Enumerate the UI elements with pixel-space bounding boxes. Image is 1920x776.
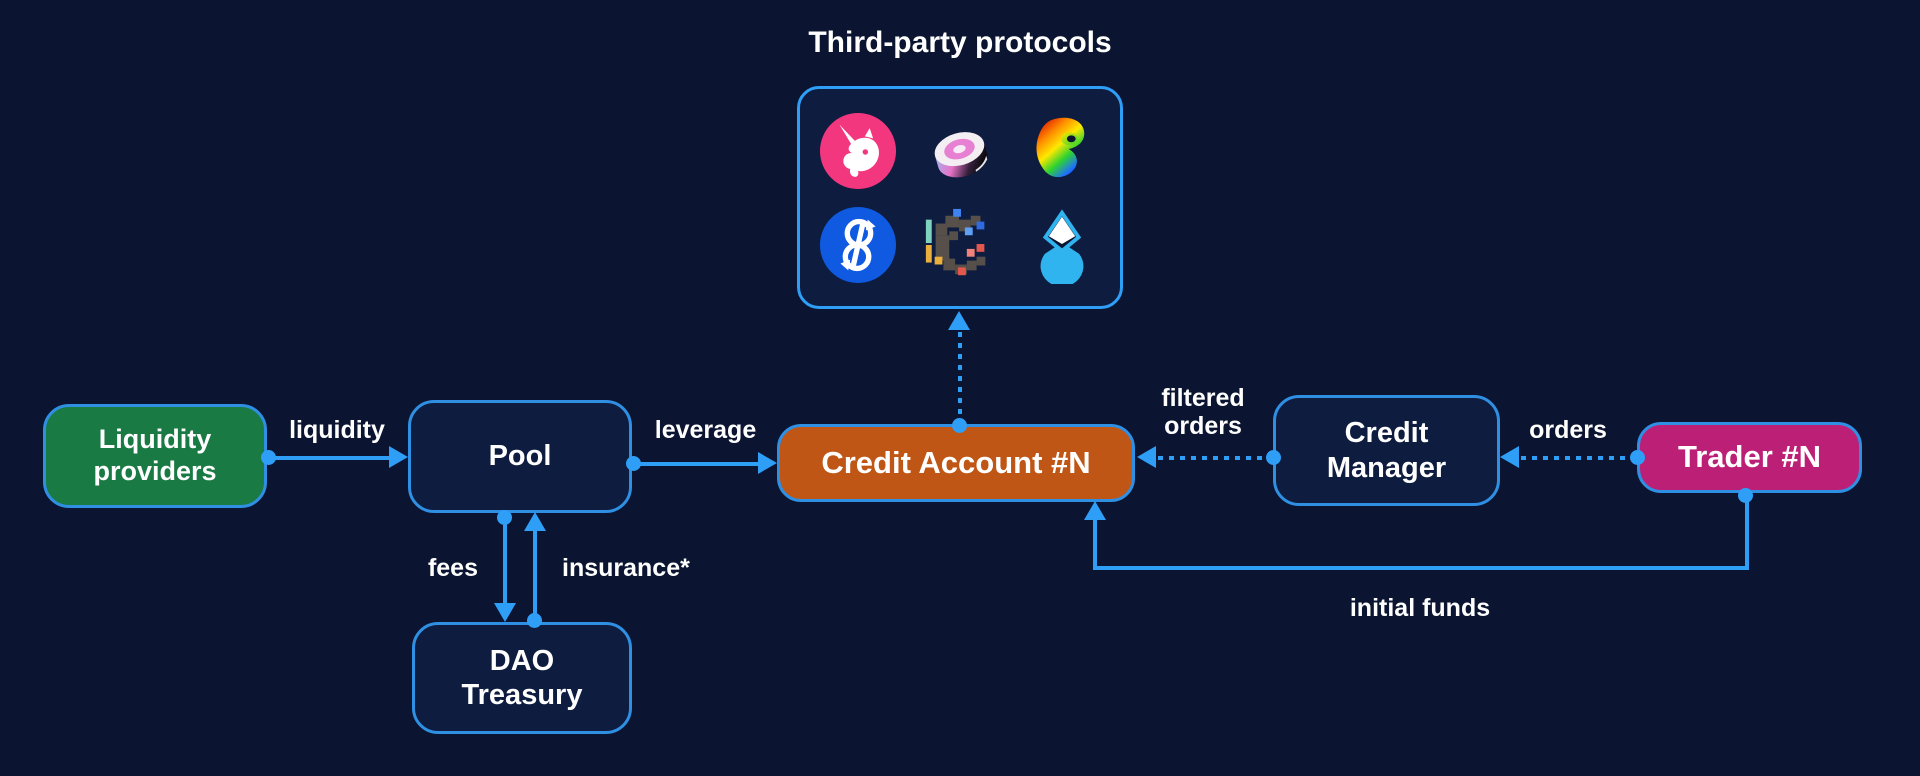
liquidity-providers-node: Liquidity providers (43, 404, 267, 508)
protocol-icon-row-bottom (819, 206, 1101, 284)
insurance-edge-line (533, 531, 537, 621)
leverage-edge-dot (626, 456, 641, 471)
lido-icon (1040, 208, 1084, 284)
initial-funds-edge-dot (1738, 488, 1753, 503)
insurance-arrowhead-icon (524, 512, 546, 531)
liquidity-label: liquidity (289, 416, 385, 444)
fees-label: fees (427, 554, 478, 582)
leverage-edge-line (632, 462, 762, 466)
credit-account-node: Credit Account #N (777, 424, 1135, 502)
liquidity-edge-line (267, 456, 397, 460)
liquidity-arrowhead-icon (389, 446, 408, 468)
filtered-orders-arrowhead-icon (1137, 446, 1156, 468)
yearn-icon (819, 206, 897, 283)
orders-edge-line (1521, 456, 1631, 460)
initial-funds-edge-line-left (1093, 520, 1097, 570)
initial-funds-arrowhead-icon (1084, 501, 1106, 520)
third-party-protocols-box (797, 86, 1123, 309)
orders-label: orders (1529, 416, 1607, 444)
orders-arrowhead-icon (1500, 446, 1519, 468)
third-party-protocols-title: Third-party protocols (808, 26, 1112, 59)
protocol-access-edge-dot (952, 418, 967, 433)
orders-edge-dot (1630, 450, 1645, 465)
leverage-arrowhead-icon (758, 452, 777, 474)
fees-edge-line (503, 516, 507, 604)
filtered-orders-edge-dot (1266, 450, 1281, 465)
filtered-orders-label: filtered orders (1161, 384, 1245, 440)
convex-icon (925, 208, 986, 275)
insurance-edge-dot (527, 613, 542, 628)
initial-funds-label: initial funds (1349, 594, 1491, 622)
initial-funds-edge-line-bottom (1093, 566, 1749, 570)
dao-treasury-node: DAO Treasury (412, 622, 632, 734)
filtered-orders-edge-line (1158, 456, 1266, 460)
fees-arrowhead-icon (494, 603, 516, 622)
initial-funds-edge-line-right (1745, 494, 1749, 570)
credit-manager-node: Credit Manager (1273, 395, 1500, 506)
insurance-label: insurance* (562, 554, 690, 582)
protocol-access-edge-line (958, 332, 962, 422)
trader-node: Trader #N (1637, 422, 1862, 493)
leverage-label: leverage (654, 416, 757, 444)
curve-icon (1036, 117, 1085, 177)
protocol-icon-row-top (819, 112, 1101, 190)
sushiswap-icon (934, 131, 988, 177)
pool-node: Pool (408, 400, 632, 513)
liquidity-edge-dot (261, 450, 276, 465)
uniswap-icon (819, 112, 897, 189)
fees-edge-dot (497, 510, 512, 525)
protocol-access-arrowhead-icon (948, 311, 970, 330)
